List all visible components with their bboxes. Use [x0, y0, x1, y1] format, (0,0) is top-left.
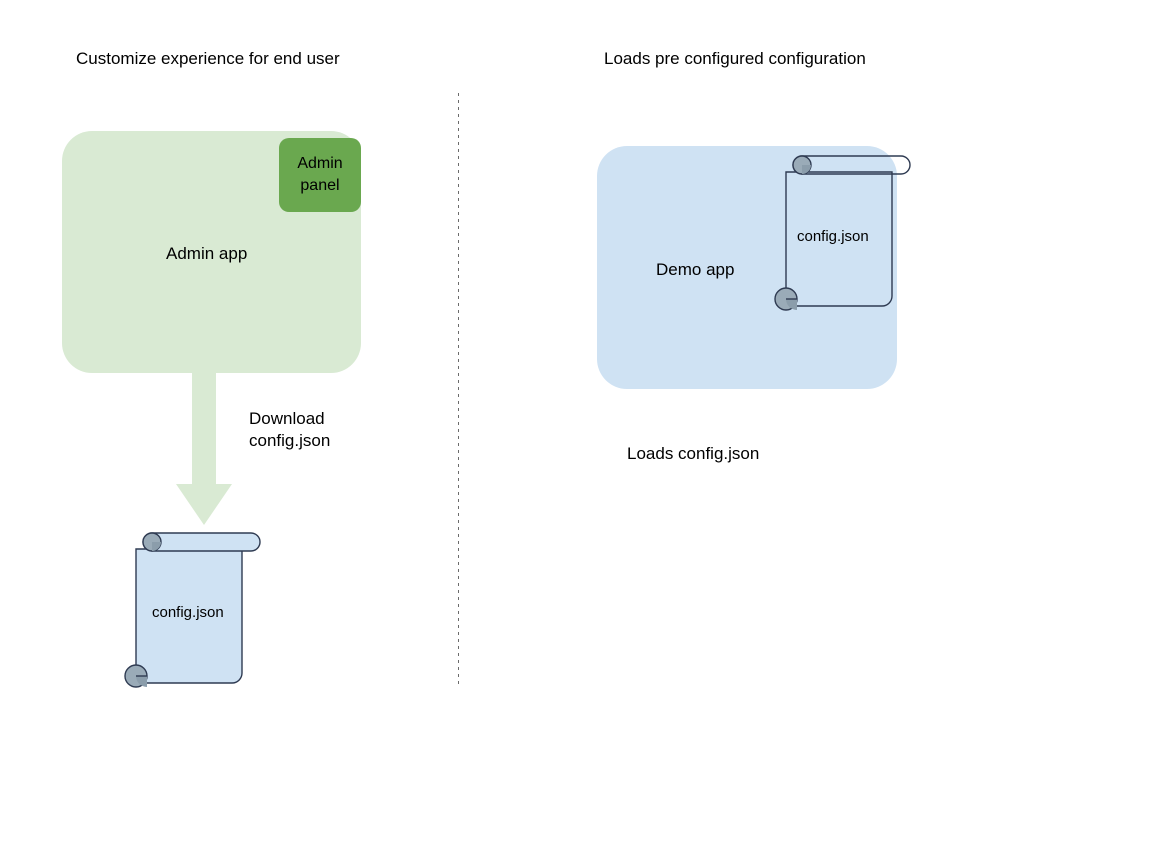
download-arrow-label: Download config.json	[249, 408, 330, 452]
demo-app-label: Demo app	[656, 260, 735, 279]
download-arrow-icon	[176, 372, 232, 525]
admin-panel-chip[interactable]: Admin panel	[279, 138, 361, 212]
download-arrow-label-line2: config.json	[249, 431, 331, 450]
download-arrow-label-line1: Download	[249, 409, 325, 428]
config-json-label-right: config.json	[797, 228, 869, 245]
admin-panel-label-line2: panel	[300, 177, 340, 194]
vertical-dotted-divider	[458, 93, 459, 687]
section-title-left: Customize experience for end user	[76, 49, 340, 68]
config-json-document-left[interactable]	[118, 528, 268, 690]
loads-config-json-caption: Loads config.json	[627, 444, 760, 463]
section-title-right: Loads pre configured configuration	[604, 49, 866, 68]
admin-app-label: Admin app	[166, 244, 248, 263]
config-json-label-left: config.json	[152, 604, 224, 621]
admin-panel-label-line1: Admin	[297, 155, 343, 172]
demo-app-box	[597, 146, 897, 389]
config-json-document-right[interactable]	[768, 151, 918, 313]
